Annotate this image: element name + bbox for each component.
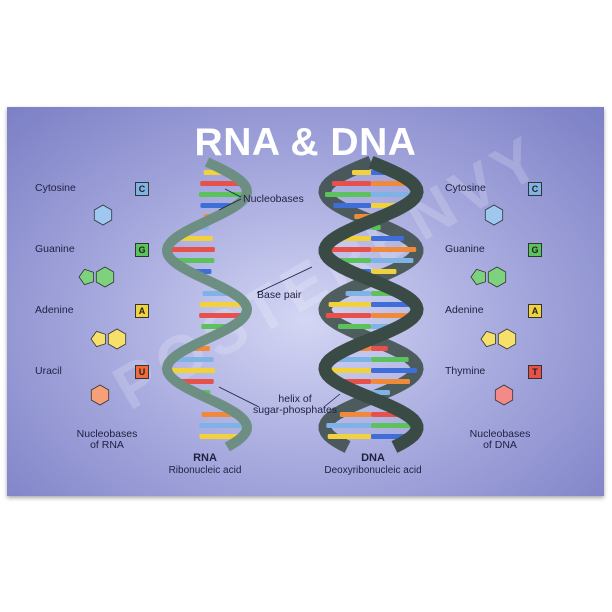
left-name-cytosine: Cytosine [35,182,76,194]
left-name-uracil: Uracil [35,365,62,377]
dna-caption: DNA [361,452,385,464]
dna-base-left [326,423,371,428]
guanine-ring-icon [470,268,486,286]
rna-front-strand [161,157,253,452]
rna-base [178,236,213,241]
annotation-pointer [256,266,313,294]
rna-base [167,247,215,252]
annotation-helix: helix of sugar-phosphates [253,393,338,416]
dna-front-strand [318,155,424,453]
dna-base-right [371,192,417,197]
dna-base-left [327,434,371,439]
annotation-pointer [224,188,242,198]
left-badge-u: U [135,365,149,379]
right-name-cytosine: Cytosine [445,182,486,194]
guanine-ring-icon [78,268,94,286]
adenine-molecule-icon [107,328,127,350]
rna-base [199,302,244,307]
left-footer: Nucleobases of RNA [76,428,138,451]
dna-base-left [351,170,371,175]
adenine-ring-icon [480,330,496,348]
annotation-lines [218,188,341,408]
adenine-molecule-icon [497,328,517,350]
rna-caption: RNA [193,452,217,464]
molecule-icons [78,204,517,406]
guanine-molecule-icon [95,266,115,288]
rna-base [167,368,215,373]
rna-base [201,412,235,417]
right-badge-c: C [528,182,542,196]
right-name-guanine: Guanine [445,243,485,255]
rna-base [199,192,247,197]
rna-base [174,357,214,362]
dna-base-left [325,313,371,318]
thymine-molecule-icon [494,384,514,406]
dna-base-left [333,203,371,208]
dna-base-right [371,258,414,263]
rna-base [199,313,247,318]
left-name-guanine: Guanine [35,243,75,255]
right-footer: Nucleobases of DNA [469,428,531,451]
annotation-pointer [218,198,242,211]
right-badge-a: A [528,304,542,318]
right-name-adenine: Adenine [445,304,484,316]
dna-base-right [371,236,404,241]
annotation-nucleobases: Nucleobases [243,193,304,205]
dna-base-right [371,379,410,384]
dna-base-left [332,181,371,186]
left-badge-c: C [135,182,149,196]
annotation-base-pair: Base pair [257,289,302,301]
right-name-thymine: Thymine [445,365,486,377]
left-badge-a: A [135,304,149,318]
left-badge-g: G [135,243,149,257]
dna-helix [318,155,424,453]
right-badge-g: G [528,243,542,257]
dna-base-right [371,346,388,351]
dna-base-left [339,412,371,417]
helix-illustration [78,155,517,453]
dna-base-left [345,291,371,296]
rna-base [200,181,241,186]
cytosine-molecule-icon [93,204,113,226]
dna-base-right [371,368,417,373]
right-badge-t: T [528,365,542,379]
cytosine-molecule-icon [484,204,504,226]
dna-base-right [371,423,416,428]
dna-base-left [328,302,371,307]
dna-base-left [325,192,371,197]
dna-base-left [325,247,371,252]
dna-base-left [325,368,371,373]
annotation-pointer [218,386,260,408]
dna-base-right [371,247,417,252]
uracil-molecule-icon [90,384,110,406]
dna-base-right [371,357,409,362]
rna-helix [161,157,253,452]
dna-fullname: Deoxyribonucleic acid [324,465,422,476]
adenine-ring-icon [90,330,106,348]
dna-base-left [338,324,371,329]
poster: POSTERENVY RNA & DNA Cytosine Guanine Ad… [7,107,604,496]
rna-fullname: Ribonucleic acid [168,465,242,476]
left-name-adenine: Adenine [35,304,74,316]
poster-title: RNA & DNA [194,121,417,164]
rna-base [199,423,246,428]
dna-base-right [371,269,397,274]
guanine-molecule-icon [487,266,507,288]
dna-base-right [371,302,414,307]
annotation-pointer [323,393,341,408]
